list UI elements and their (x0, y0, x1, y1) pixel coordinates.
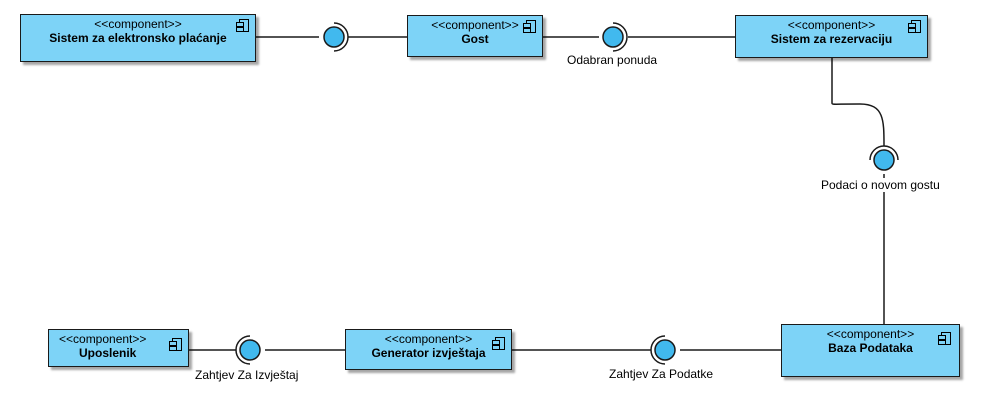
component-sistem-za-elektronsko-placanje[interactable]: <<component>> Sistem za elektronsko plać… (20, 14, 256, 62)
component-stereotype: <<component>> (59, 332, 147, 346)
interface-i3 (869, 145, 899, 171)
component-stereotype: <<component>> (431, 18, 519, 32)
interface-label-zahtjev-za-izvjestaj: Zahtjev Za Izvještaj (194, 368, 300, 382)
component-name: Baza Podataka (828, 341, 913, 355)
component-icon (523, 20, 536, 33)
interface-label-zahtjev-za-podatke: Zahtjev Za Podatke (608, 367, 715, 381)
component-stereotype: <<component>> (787, 18, 876, 32)
interface-label-odabran-ponuda: Odabran ponuda (566, 53, 659, 67)
component-icon (236, 19, 249, 32)
component-baza-podataka[interactable]: <<component>> Baza Podataka (781, 324, 960, 377)
component-generator-izvjestaja[interactable]: <<component>> Generator izvještaja (345, 329, 512, 370)
component-name: Sistem za elektronsko plaćanje (49, 31, 227, 45)
component-name: Generator izvještaja (371, 346, 486, 360)
component-icon (938, 332, 951, 345)
component-uposlenik[interactable]: <<component>> Uposlenik (48, 329, 189, 367)
component-stereotype: <<component>> (826, 327, 915, 341)
interface-i5 (650, 335, 676, 365)
component-sistem-za-rezervaciju[interactable]: <<component>> Sistem za rezervaciju (735, 15, 928, 58)
component-name: Uposlenik (79, 346, 137, 360)
component-stereotype: <<component>> (94, 17, 182, 31)
interface-i1 (323, 22, 349, 52)
component-icon (169, 338, 182, 351)
interface-i2 (602, 22, 628, 52)
component-name: Sistem za rezervaciju (770, 32, 893, 46)
component-name: Gost (461, 32, 489, 46)
component-icon (492, 337, 505, 350)
interface-label-podaci-o-novom-gostu: Podaci o novom gostu (820, 178, 941, 192)
component-stereotype: <<component>> (384, 332, 473, 346)
interface-i4 (235, 335, 261, 365)
connector-rezervacija-i3 (831, 58, 885, 147)
component-icon (908, 20, 921, 33)
component-gost[interactable]: <<component>> Gost (407, 15, 543, 57)
